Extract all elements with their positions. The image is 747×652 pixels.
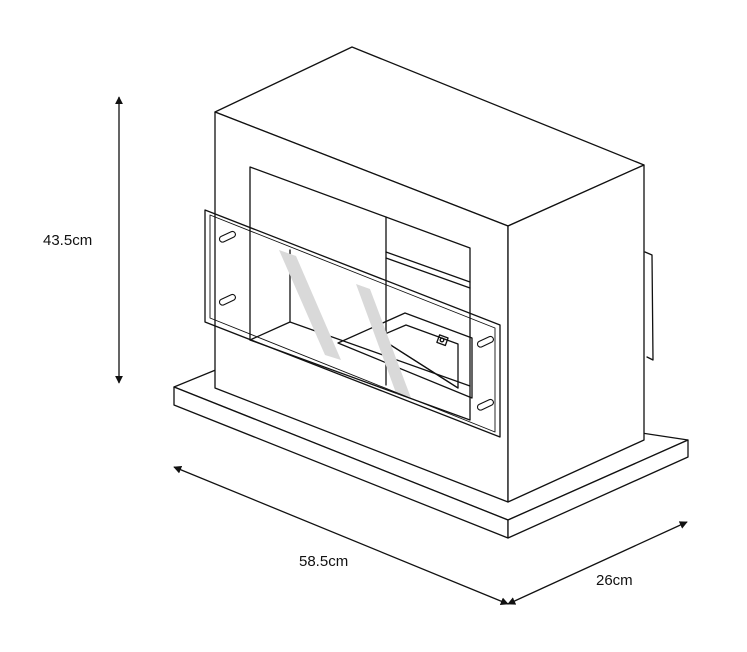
glass-reflection — [279, 250, 411, 398]
depth-dimension-arrow — [507, 521, 688, 605]
height-label: 43.5cm — [43, 232, 92, 249]
bolt-icon — [476, 398, 494, 411]
bolt-icon — [218, 293, 236, 306]
depth-label: 26cm — [596, 572, 633, 589]
bolt-icon — [218, 230, 236, 243]
side-handle — [644, 251, 654, 361]
mounting-bolts — [218, 230, 494, 411]
width-dimension-arrow — [173, 466, 509, 605]
fireplace-body — [214, 46, 645, 503]
glass-panel — [204, 209, 501, 438]
firebox-opening — [249, 166, 471, 421]
width-label: 58.5cm — [299, 553, 348, 570]
bolt-icon — [476, 335, 494, 348]
